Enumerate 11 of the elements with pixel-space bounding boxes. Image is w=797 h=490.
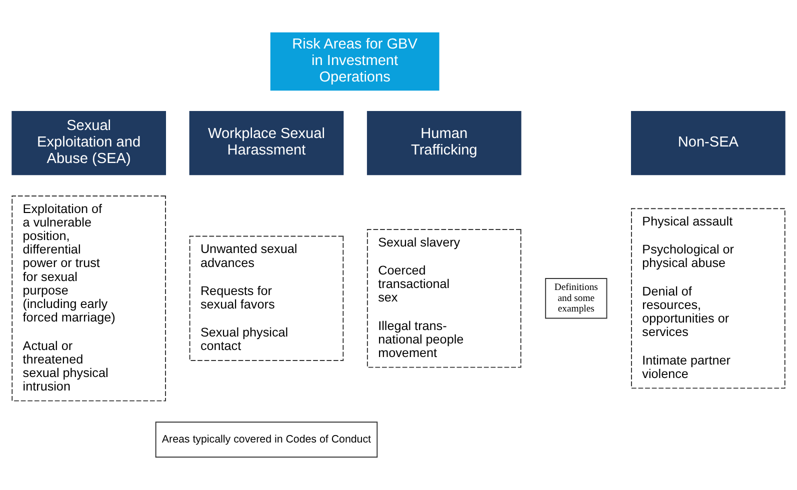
node-box: Workplace Sexual Harassment: [189, 111, 344, 176]
node-box: Sexual slavery Coerced transactional sex Illegal trans-national people movement: [366, 228, 522, 368]
node-box: Unwanted sexual advances Requests for sexual favors Sexual physical contact: [189, 236, 344, 361]
node-box: Risk Areas for GBV in Investment Operations: [270, 32, 440, 91]
node-box: Sexual Exploitation and Abuse (SEA): [12, 111, 166, 176]
node-box: Exploitation of a vulnerable position, differential power or trust for sexual purpose (including early forced marriage) Actual or threatened sexual physical intrusion: [12, 195, 166, 402]
node-box: Human Trafficking: [366, 111, 522, 176]
node-box: Physical assault Psychological or physical abuse Denial of resources, opportunities or services Intimate partner violence: [631, 208, 786, 389]
node-box: Areas typically covered in Codes of Conduct: [155, 422, 378, 458]
node-box: Non-SEA: [631, 111, 786, 176]
node-box: Definitions and some examples: [545, 278, 608, 319]
